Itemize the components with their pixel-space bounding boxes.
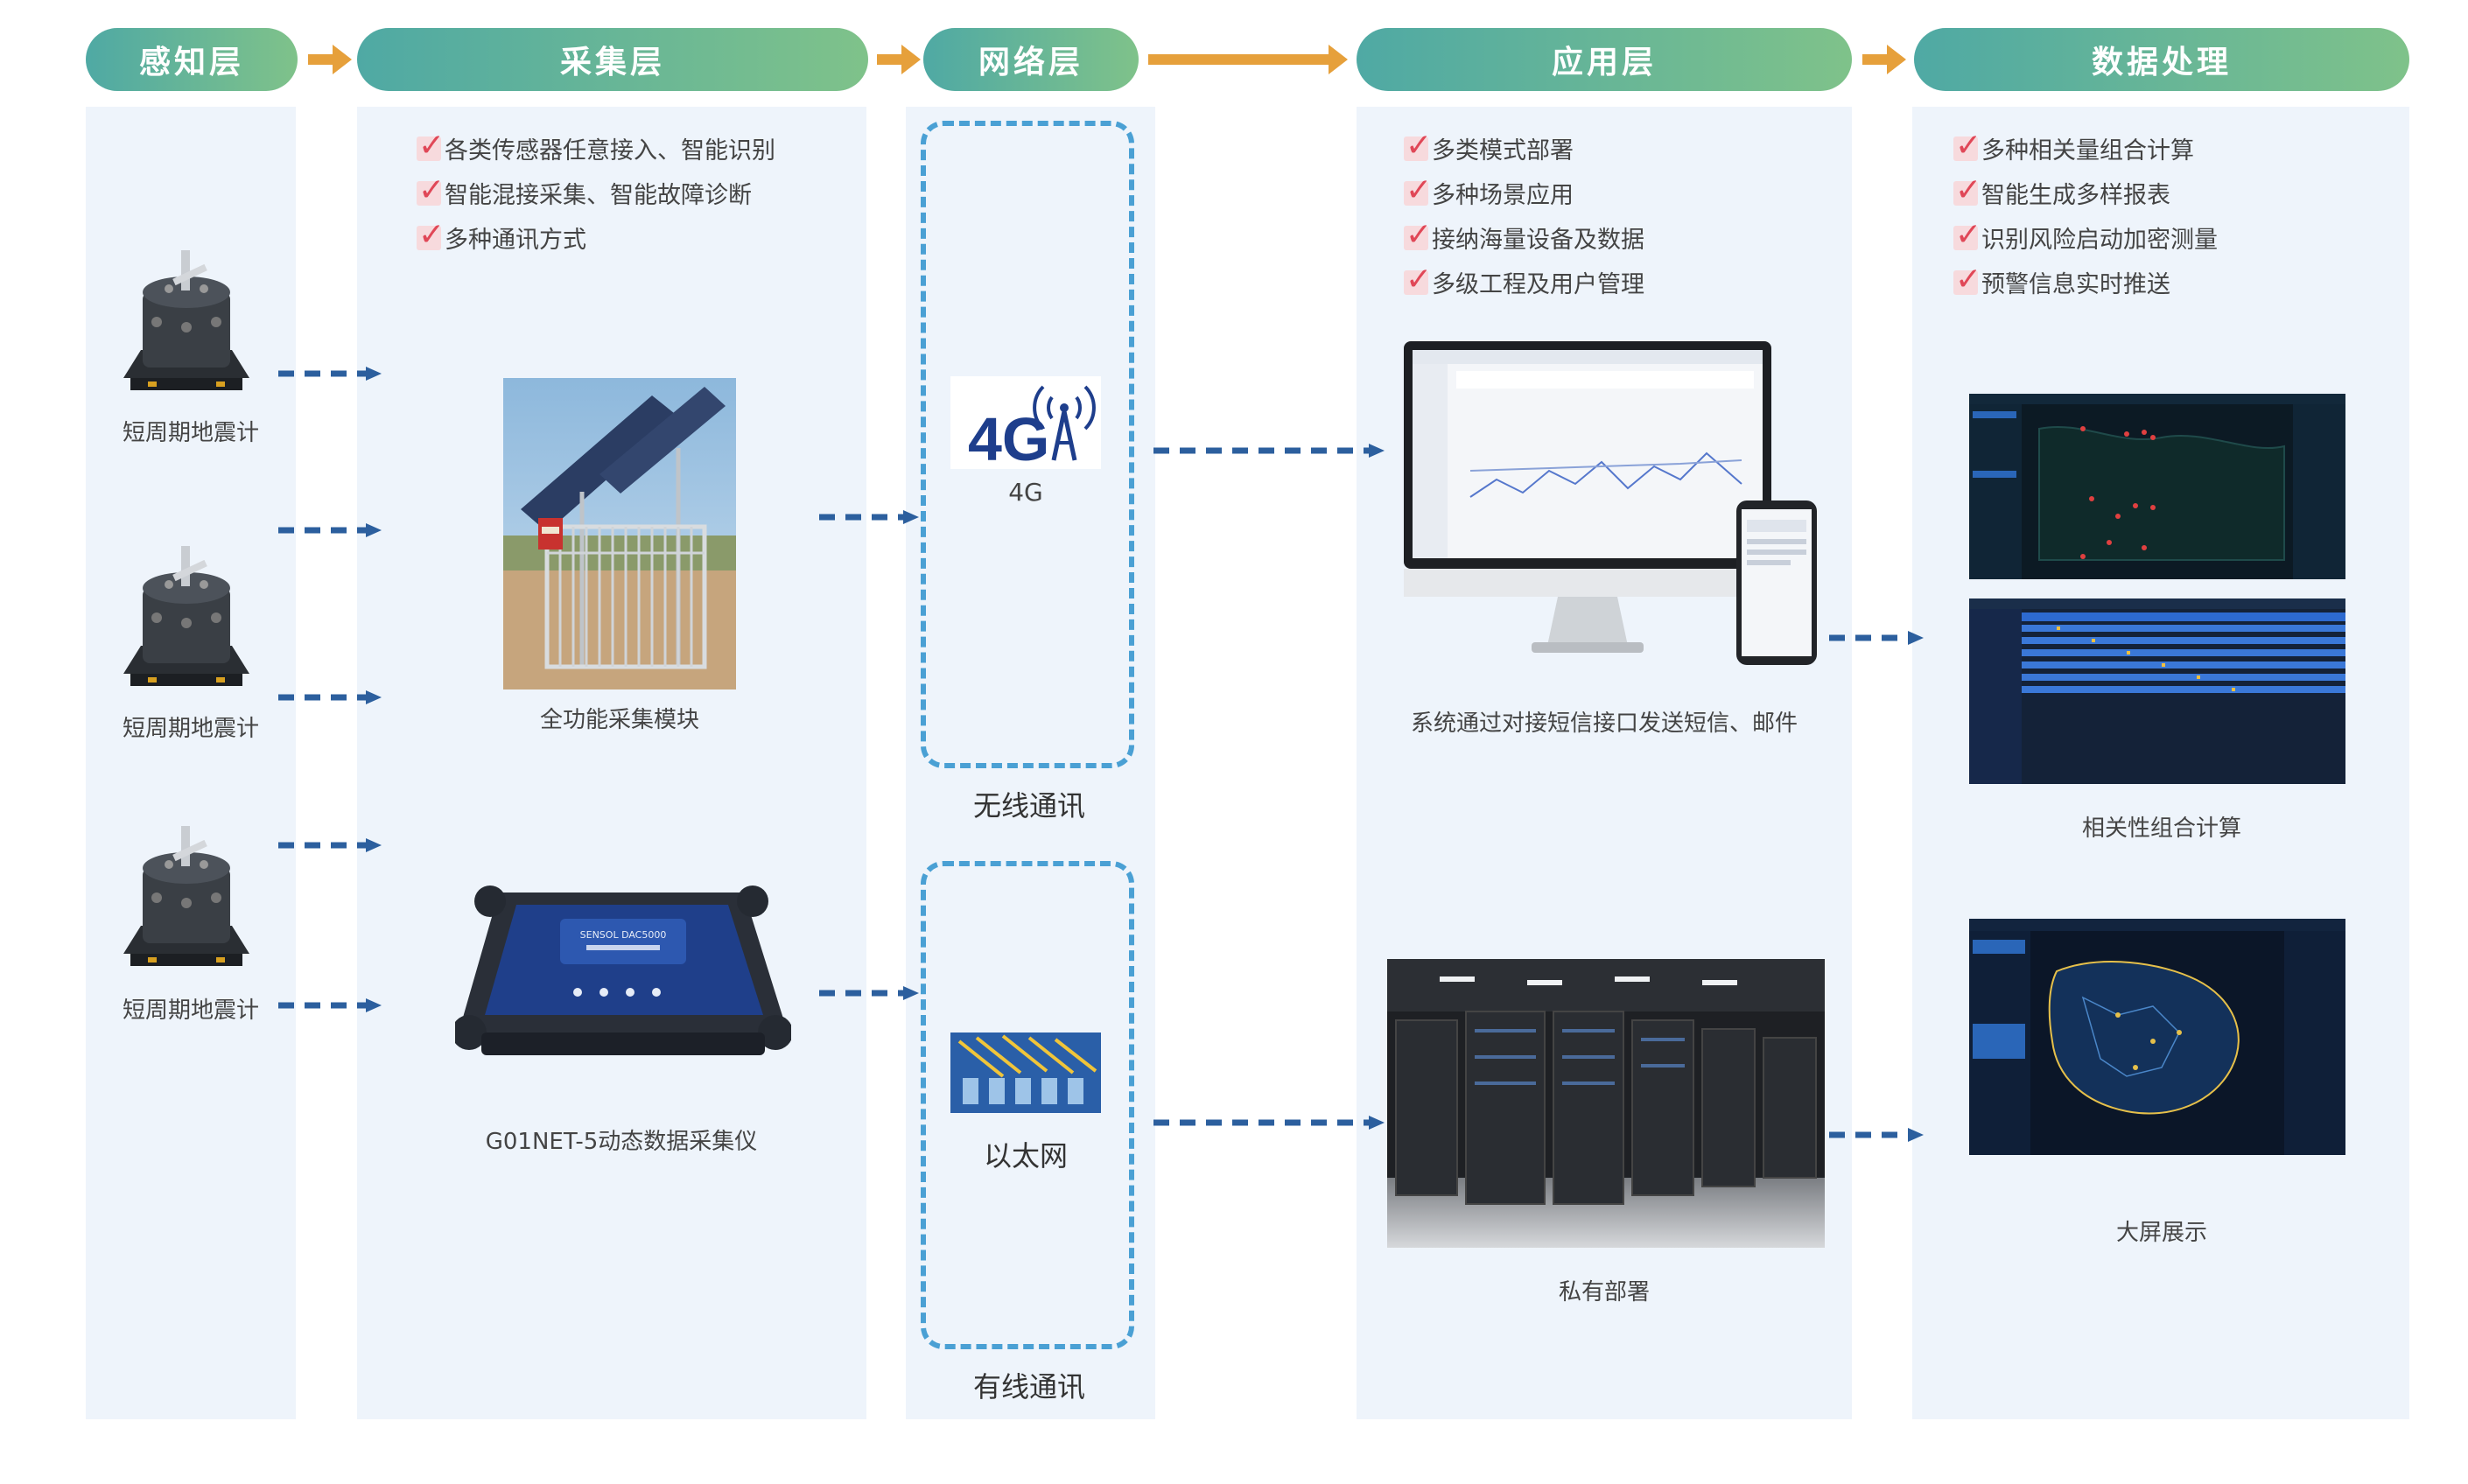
application-feature: 多类模式部署 bbox=[1404, 128, 1644, 165]
check-icon bbox=[417, 172, 445, 208]
seismometer-icon bbox=[123, 546, 249, 686]
header-collection: 采集层 bbox=[357, 28, 868, 91]
collection-column bbox=[357, 107, 866, 1419]
dashboard-table-image bbox=[1969, 598, 2345, 784]
sms-label: 系统通过对接短信接口发送短信、邮件 bbox=[1410, 710, 1798, 737]
collection-feature: 多种通讯方式 bbox=[417, 217, 775, 255]
data-arrow-sensor1-a bbox=[278, 364, 383, 383]
wired-title: 有线通讯 bbox=[972, 1370, 1085, 1404]
application-feature: 多级工程及用户管理 bbox=[1404, 262, 1644, 299]
header-processing: 数据处理 bbox=[1914, 28, 2409, 91]
server-room-image bbox=[1387, 959, 1825, 1248]
collection-feature: 智能混接采集、智能故障诊断 bbox=[417, 172, 775, 210]
data-arrow-wired-app bbox=[1153, 1113, 1388, 1132]
sensor-label: 短周期地震计 bbox=[122, 716, 259, 742]
flow-arrow-2 bbox=[877, 45, 921, 74]
check-icon bbox=[1953, 217, 1981, 253]
processing-feature-list: 多种相关量组合计算 智能生成多样报表 识别风险启动加密测量 预警信息实时推送 bbox=[1953, 128, 2218, 310]
4g-tower-icon: 4G bbox=[950, 376, 1101, 469]
wireless-box bbox=[921, 121, 1134, 768]
module-label: 全功能采集模块 bbox=[539, 707, 699, 733]
monitor-phone-image bbox=[1404, 341, 1817, 665]
private-deploy-label: 私有部署 bbox=[1558, 1279, 1650, 1306]
processing-feature: 智能生成多样报表 bbox=[1953, 172, 2218, 210]
dashboard-map-image bbox=[1969, 394, 2345, 579]
check-icon bbox=[1953, 128, 1981, 164]
check-icon bbox=[1404, 262, 1432, 298]
big-screen-label: 大屏展示 bbox=[2115, 1220, 2207, 1246]
header-perception: 感知层 bbox=[86, 28, 298, 91]
solar-station-image bbox=[503, 378, 736, 690]
processing-feature: 识别风险启动加密测量 bbox=[1953, 217, 2218, 255]
data-arrow-sensor2-b bbox=[278, 688, 383, 707]
device-brand-text: SENSOL DAC5000 bbox=[580, 929, 667, 941]
4g-label: 4G bbox=[1008, 478, 1043, 507]
correlation-calc-label: 相关性组合计算 bbox=[2081, 816, 2241, 842]
ethernet-label: 以太网 bbox=[983, 1139, 1068, 1172]
acquisition-device-image: SENSOL DAC5000 bbox=[455, 886, 791, 1055]
data-arrow-app-screen bbox=[1829, 1125, 1927, 1144]
data-arrow-sensor3-b bbox=[278, 996, 383, 1015]
header-network: 网络层 bbox=[923, 28, 1139, 91]
flow-arrow-4 bbox=[1862, 45, 1908, 74]
data-arrow-collection-wireless bbox=[819, 508, 924, 527]
sensor-label: 短周期地震计 bbox=[122, 998, 259, 1024]
check-icon bbox=[1953, 262, 1981, 298]
check-icon bbox=[417, 217, 445, 253]
application-feature: 多种场景应用 bbox=[1404, 172, 1644, 210]
collection-feature: 各类传感器任意接入、智能识别 bbox=[417, 128, 775, 165]
wireless-title: 无线通讯 bbox=[972, 789, 1085, 822]
processing-feature: 预警信息实时推送 bbox=[1953, 262, 2218, 299]
4g-logo-text: 4G bbox=[968, 405, 1049, 469]
flow-arrow-3 bbox=[1148, 45, 1350, 74]
collection-feature-list: 各类传感器任意接入、智能识别 智能混接采集、智能故障诊断 多种通讯方式 bbox=[417, 128, 775, 265]
data-arrow-wireless-app bbox=[1153, 441, 1388, 460]
seismometer-icon bbox=[123, 826, 249, 966]
application-feature-list: 多类模式部署 多种场景应用 接纳海量设备及数据 多级工程及用户管理 bbox=[1404, 128, 1644, 310]
check-icon bbox=[1404, 172, 1432, 208]
ethernet-cable-image bbox=[950, 1032, 1101, 1113]
device-label: G01NET-5动态数据采集仪 bbox=[485, 1129, 758, 1155]
check-icon bbox=[1404, 217, 1432, 253]
data-arrow-app-calc bbox=[1829, 628, 1927, 648]
flow-arrow-1 bbox=[308, 45, 352, 74]
check-icon bbox=[417, 128, 445, 164]
header-application: 应用层 bbox=[1357, 28, 1852, 91]
sensor-label: 短周期地震计 bbox=[122, 420, 259, 446]
data-arrow-sensor2-a bbox=[278, 521, 383, 540]
data-arrow-sensor3-a bbox=[278, 836, 383, 855]
check-icon bbox=[1404, 128, 1432, 164]
seismometer-icon bbox=[123, 250, 249, 390]
application-feature: 接纳海量设备及数据 bbox=[1404, 217, 1644, 255]
big-screen-map-image bbox=[1969, 919, 2345, 1155]
check-icon bbox=[1953, 172, 1981, 208]
wired-box bbox=[921, 861, 1134, 1349]
data-arrow-collection-wired bbox=[819, 984, 924, 1003]
processing-feature: 多种相关量组合计算 bbox=[1953, 128, 2218, 165]
